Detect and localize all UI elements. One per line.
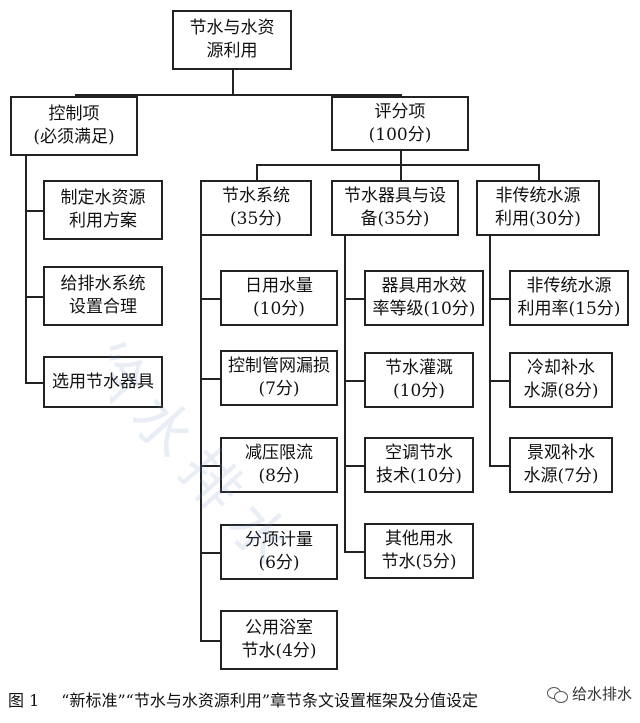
figure-caption: 图 1 “新标准”“节水与水资源利用”章节条文设置框架及分值设定 — [8, 690, 638, 712]
control-item-node: 制定水资源 利用方案 — [43, 180, 163, 240]
root-node: 节水与水资 源利用 — [172, 10, 292, 70]
connector — [232, 70, 234, 95]
score-item-node: 其他用水 节水(5分) — [364, 523, 474, 579]
connector — [489, 380, 509, 382]
connector — [400, 164, 402, 180]
wechat-icon — [546, 686, 568, 703]
connector — [400, 151, 402, 165]
control-items-node: 控制项 (必须满足) — [10, 96, 138, 156]
connector — [25, 210, 43, 212]
connector — [25, 156, 27, 384]
score-item-node: 节水灌溉 (10分) — [364, 352, 474, 408]
connector — [25, 382, 43, 384]
connector — [200, 236, 202, 641]
score-item-node: 空调节水 技术(10分) — [364, 437, 474, 493]
score-item-node: 非传统水源 利用率(15分) — [509, 270, 629, 326]
connector — [200, 552, 220, 554]
caption-text: “新标准”“节水与水资源利用”章节条文设置框架及分值设定 — [61, 691, 479, 710]
control-item-node: 选用节水器具 — [43, 356, 163, 408]
connector — [538, 164, 540, 180]
score-item-node: 减压限流 (8分) — [220, 437, 338, 493]
score-item-node: 分项计量 (6分) — [220, 524, 338, 580]
connector — [344, 380, 364, 382]
connector — [344, 298, 364, 300]
connector — [25, 296, 43, 298]
score-group-node: 节水器具与设 备(35分) — [331, 180, 459, 236]
connector — [344, 236, 346, 552]
connector — [200, 298, 220, 300]
source-tag-label: 给水排水 — [571, 685, 632, 703]
connector — [256, 164, 258, 180]
connector — [75, 94, 401, 96]
score-item-node: 控制管网漏损 (7分) — [220, 350, 338, 406]
score-items-node: 评分项 (100分) — [331, 96, 469, 151]
connector — [200, 378, 220, 380]
score-item-node: 公用浴室 节水(4分) — [220, 610, 338, 670]
connector — [344, 551, 364, 553]
score-item-node: 日用水量 (10分) — [220, 270, 338, 326]
score-group-node: 非传统水源 利用(30分) — [476, 180, 600, 236]
connector — [256, 164, 539, 166]
connector — [489, 236, 491, 466]
score-item-node: 景观补水 水源(7分) — [509, 437, 613, 493]
score-group-node: 节水系统 (35分) — [200, 180, 312, 236]
connector — [200, 640, 220, 642]
score-item-node: 冷却补水 水源(8分) — [509, 352, 613, 408]
control-item-node: 给排水系统 设置合理 — [43, 266, 163, 326]
source-tag: 给水排水 — [543, 683, 634, 704]
connector — [489, 465, 509, 467]
connector — [200, 465, 220, 467]
figure-number: 图 1 — [8, 691, 40, 710]
connector — [489, 298, 509, 300]
score-item-node: 器具用水效 率等级(10分) — [364, 270, 484, 326]
connector — [344, 465, 364, 467]
